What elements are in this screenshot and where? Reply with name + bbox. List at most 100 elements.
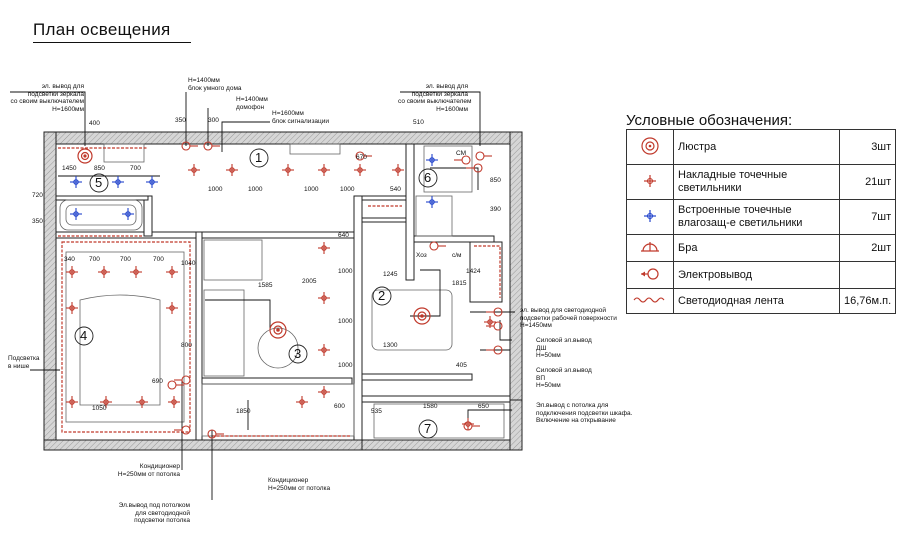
annotation-vp: Силовой эл.вывод ВП Н=50мм [536,367,592,389]
room-number-circle [288,344,308,364]
room-number-circle [89,173,109,193]
annotation-worktop: эл. вывод для светодиодной подсветки раб… [520,307,617,329]
room-number-5: 5 [95,175,103,190]
dim-label: 1450 [62,165,77,172]
surface-spotlight-icon [226,164,238,176]
surface-spotlight-icon [66,266,78,278]
legend-label: Люстра [673,129,840,165]
dim-label: 700 [130,165,141,172]
annotation-niche: Подсветка в нише [8,355,40,370]
surface-spotlight-icon [168,396,180,408]
dim-label: 720 [32,192,43,199]
room-number-circle [418,168,438,188]
legend-count: 21шт [838,164,897,200]
room-number-circle [418,419,438,439]
dim-label: 340 [64,256,75,263]
dim-label: 1580 [423,403,438,410]
dim-label: 1000 [338,268,353,275]
dim-label: 1000 [248,186,263,193]
dim-label: 1815 [452,280,467,287]
dim-label: 1050 [92,405,107,412]
dim-label: 800 [181,342,192,349]
chandelier-bath [77,148,93,164]
legend-label: Накладные точечные светильники [673,164,840,200]
electrical-outlet-icon [486,321,503,331]
surface-spotlight-icon [626,164,674,200]
waterproof-spotlight-icon [112,176,124,188]
room-number-2: 2 [378,288,386,303]
annotation-ac-right: Кондиционер Н=250мм от потолка [268,477,331,492]
dim-label: 540 [390,186,401,193]
dim-label: 690 [152,378,163,385]
legend-label: Электровывод [673,261,840,289]
legend-label: Встроенные точечные влагозащ-е светильни… [673,199,840,235]
dim-label: 1850 [236,408,251,415]
outer-walls [43,131,523,451]
dim-label: 510 [413,119,424,126]
dim-label: 1000 [208,186,223,193]
surface-spotlight-icon [318,386,330,398]
surface-spotlights [66,164,496,430]
dim-label: 405 [456,362,467,369]
surface-spotlight-icon [166,302,178,314]
surface-spotlight-icon [98,266,110,278]
legend-row: Накладные точечные светильники 21шт [626,164,897,200]
legend-count: 16,76м.п. [838,288,897,314]
waterproof-spotlight-icon [146,176,158,188]
legend-table: Люстра 3шт Накладные точечные светильник… [626,129,897,314]
dim-label: 1000 [338,318,353,325]
dim-label: 600 [334,403,345,410]
electrical-outlet-icon [174,425,191,435]
surface-spotlight-icon [100,396,112,408]
surface-spotlight-icon [392,164,404,176]
room-number-3: 3 [294,346,302,361]
dim-label: 390 [490,206,501,213]
annotation-intercom: Н=1400мм домофон [236,96,268,111]
annotation-smart-home: Н=1400мм блок умного дома [188,77,242,92]
surface-spotlight-icon [296,396,308,408]
annotation-wardrobe: Эл.вывод с потолка для подключения подсв… [536,402,633,424]
surface-spotlight-icon [130,266,142,278]
dim-label: 1000 [340,186,355,193]
electrical-outlet-icon [167,380,184,390]
room-number-6: 6 [424,170,432,185]
dim-label: 1040 [181,260,196,267]
surface-spotlight-icon [66,302,78,314]
electrical-outlet-icon [486,345,503,355]
legend-title: Условные обозначения: [626,112,793,129]
surface-spotlight-icon [318,242,330,254]
annotation-ac-left: Кондиционер Н=250мм от потолка [117,463,180,478]
dim-label: 2005 [302,278,317,285]
dim-label: 650 [478,403,489,410]
surface-spotlight-icon [282,164,294,176]
room-number-circle [249,148,269,168]
wiring [10,91,515,500]
sconce-icon [626,234,674,262]
electrical-outlet-icon [475,151,492,161]
waterproof-spotlight-icon [122,208,134,220]
electrical-outlet-icon [454,155,471,165]
surface-spotlight-icon [462,418,474,430]
legend-row: Встроенные точечные влагозащ-е светильни… [626,199,897,235]
electrical-outlet-icon [174,375,191,385]
dim-label: 300 [208,117,219,124]
led-strip-icon [626,288,674,314]
legend-row: Бра 2шт [626,234,897,262]
surface-spotlight-icon [166,266,178,278]
led-strips [58,147,501,437]
dim-label: 1424 [466,268,481,275]
surface-spotlight-icon [318,292,330,304]
legend-label: Бра [673,234,840,262]
furniture [59,143,505,439]
electrical-outlet-icon [463,421,480,431]
chandelier-fixtures [77,148,431,339]
dim-label: 700 [153,256,164,263]
dim-label: 700 [120,256,131,263]
waterproof-spotlight-icon [70,208,82,220]
surface-spotlight-icon [136,396,148,408]
electrical-outlet-icon [429,241,446,251]
dim-label: 1585 [258,282,273,289]
electrical-outlet-icon [626,261,674,289]
legend-count: 2шт [838,234,897,262]
electrical-outlet-icon [181,141,198,151]
